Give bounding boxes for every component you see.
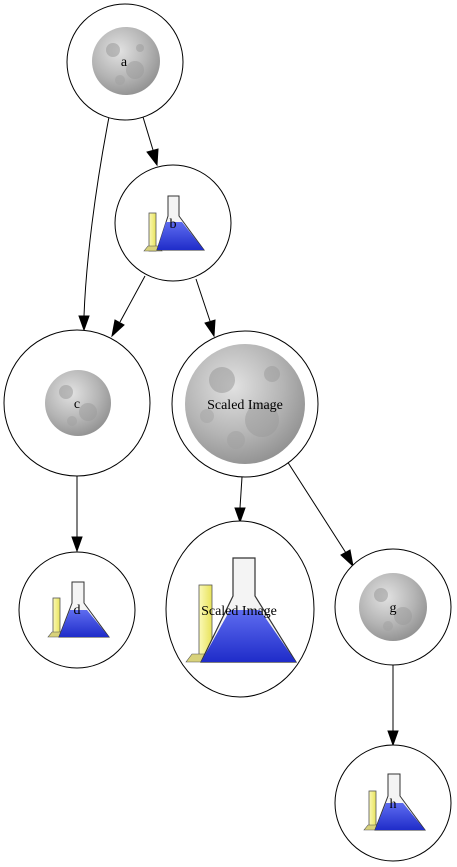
edge-c-d — [71, 476, 83, 553]
flask-icon — [143, 195, 205, 252]
node-a-label: a — [121, 55, 128, 70]
moon-icon — [359, 573, 427, 641]
flask-icon — [47, 581, 110, 638]
node-h-label: h — [390, 797, 397, 812]
node-scaled-image-moon: Scaled Image — [171, 330, 319, 478]
edge-e-f — [234, 476, 246, 524]
node-c-label: c — [74, 397, 80, 412]
node-scaled-image-flask: Scaled Image — [165, 520, 315, 698]
node-b: b — [114, 164, 232, 282]
edge-a-c — [78, 116, 110, 332]
node-h: h — [334, 744, 452, 862]
node-d-label: d — [74, 603, 81, 618]
node-b-label: b — [170, 217, 177, 232]
node-scaled-image-flask-label: Scaled Image — [201, 604, 277, 619]
edge-b-e — [195, 278, 216, 338]
edge-b-c — [111, 275, 146, 338]
node-c: c — [3, 329, 151, 477]
edge-a-b — [142, 116, 159, 167]
flask-icon — [185, 557, 298, 663]
edge-g-h — [387, 664, 399, 747]
node-a: a — [66, 3, 184, 121]
edge-e-g — [286, 460, 354, 568]
moon-icon — [45, 370, 111, 436]
moon-icon — [185, 344, 305, 464]
node-d: d — [18, 551, 136, 669]
edges-layer — [71, 116, 399, 747]
node-scaled-image-moon-label: Scaled Image — [207, 398, 283, 413]
node-g: g — [334, 548, 452, 666]
moon-icon — [92, 27, 160, 95]
flask-icon — [363, 773, 426, 831]
node-g-label: g — [390, 601, 397, 616]
